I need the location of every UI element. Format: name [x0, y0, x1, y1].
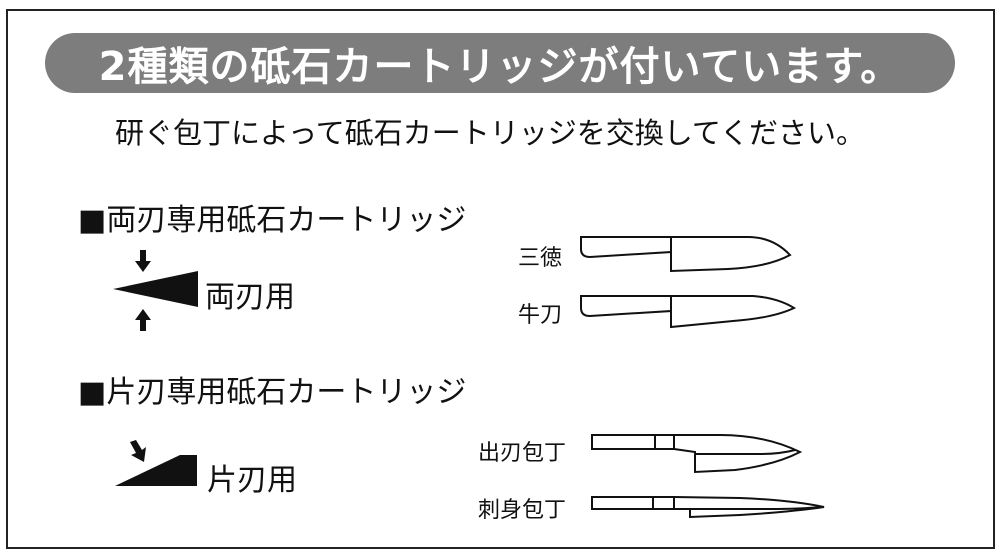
subtitle: 研ぐ包丁によって砥石カートリッジを交換してください。 — [115, 116, 865, 150]
single-edge-label: 片刃用 — [207, 463, 297, 498]
section-heading-single-edge: ■片刃専用砥石カートリッジ — [78, 375, 467, 410]
knife-label-sashimi: 刺身包丁 — [478, 498, 567, 523]
santoku-knife-icon — [580, 236, 792, 273]
single-edge-blade-icon — [115, 440, 197, 486]
section-heading-double-edge: ■両刃専用砥石カートリッジ — [78, 203, 467, 238]
sashimi-knife-icon — [591, 496, 825, 519]
gyuto-knife-icon — [580, 295, 797, 329]
knife-label-deba: 出刃包丁 — [478, 441, 567, 466]
double-edge-blade-icon — [113, 250, 198, 331]
deba-knife-icon — [591, 434, 803, 474]
title-banner: 2種類の砥石カートリッジが付いています。 — [45, 33, 955, 93]
double-edge-label: 両刃用 — [205, 280, 295, 315]
document-frame — [6, 9, 995, 549]
banner-title: 2種類の砥石カートリッジが付いています。 — [98, 44, 902, 90]
knife-label-gyuto: 牛刀 — [518, 303, 563, 328]
knife-label-santoku: 三徳 — [518, 246, 563, 271]
